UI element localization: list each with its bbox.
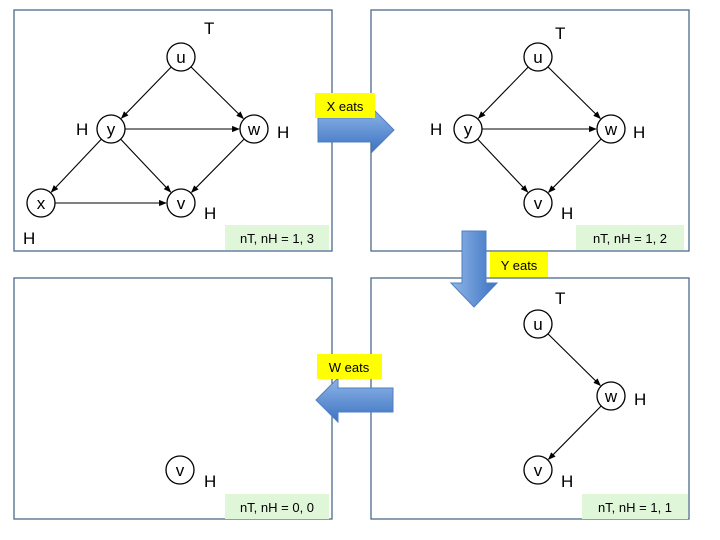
edge-w-to-v: [547, 138, 602, 193]
step-2-label: Y eats: [501, 258, 538, 273]
node-u: uT: [523, 289, 565, 339]
edge-y-to-v: [120, 138, 172, 193]
node-v-tag: H: [561, 204, 573, 223]
node-w-label: w: [604, 387, 618, 406]
panel-2-count-badge: [576, 225, 684, 250]
node-u: uT: [166, 19, 214, 72]
node-u-tag: T: [204, 19, 214, 38]
node-y: yH: [76, 114, 126, 144]
node-w-circle: [596, 381, 626, 411]
node-w-label: w: [604, 120, 618, 139]
step-1-transition: X eats: [315, 93, 395, 154]
node-v-circle: [166, 188, 196, 218]
node-v-tag: H: [204, 204, 216, 223]
step-3-transition: W eats: [315, 354, 394, 424]
node-v-label: v: [534, 194, 543, 213]
node-y-label: y: [107, 120, 116, 139]
node-v-label: v: [534, 461, 543, 480]
edge-u-to-w: [547, 66, 601, 120]
panel-4-nodes: vH: [165, 455, 216, 491]
node-u-tag: T: [555, 24, 565, 43]
panel-2-edges: [477, 66, 602, 193]
left-arrow-icon: [315, 376, 394, 424]
node-v-circle: [165, 455, 195, 485]
node-y-label: y: [464, 120, 473, 139]
panel-4: vH nT, nH = 0, 0: [13, 277, 333, 520]
node-y-tag: H: [76, 120, 88, 139]
edge-w-to-v: [190, 138, 245, 193]
panel-4-count-label: nT, nH = 0, 0: [240, 500, 314, 515]
node-w-tag: H: [277, 123, 289, 142]
node-u-circle: [523, 309, 553, 339]
panel-1-count-badge: [225, 225, 329, 250]
node-w-label: w: [247, 120, 261, 139]
panel-1-edges: [50, 66, 245, 207]
node-v-circle: [523, 455, 553, 485]
down-arrow-icon: [449, 230, 499, 308]
step-1-label: X eats: [327, 99, 364, 114]
panel-3-count-badge: [582, 494, 688, 519]
step-3-badge: [317, 354, 382, 379]
node-v-tag: H: [204, 472, 216, 491]
panel-4-count-badge: [225, 494, 329, 519]
node-x-circle: [26, 188, 56, 218]
node-x-label: x: [37, 194, 46, 213]
node-u: uT: [523, 24, 565, 72]
edge-u-to-y: [120, 66, 172, 119]
step-2-badge: [490, 252, 548, 277]
step-3-label: W eats: [329, 360, 370, 375]
node-v-circle: [523, 188, 553, 218]
node-u-label: u: [176, 48, 185, 67]
node-v: vH: [523, 188, 573, 223]
node-w-circle: [596, 114, 626, 144]
edge-w-to-v: [547, 405, 602, 460]
step-1-badge: [315, 93, 375, 118]
node-x-tag: H: [23, 229, 35, 248]
edge-y-to-x: [50, 138, 102, 193]
node-v-tag: H: [561, 472, 573, 491]
edge-u-to-w: [547, 333, 601, 387]
node-v-label: v: [177, 194, 186, 213]
node-v-label: v: [176, 461, 185, 480]
node-u-circle: [166, 42, 196, 72]
node-y-tag: H: [430, 120, 442, 139]
edge-u-to-w: [190, 66, 244, 120]
node-v: vH: [165, 455, 216, 491]
node-w-tag: H: [633, 123, 645, 142]
step-2-transition: Y eats: [449, 230, 548, 308]
node-v: vH: [166, 188, 216, 223]
node-y: yH: [430, 114, 483, 144]
node-w-tag: H: [634, 390, 646, 409]
node-w-circle: [239, 114, 269, 144]
node-y-circle: [453, 114, 483, 144]
node-u-circle: [523, 42, 553, 72]
node-u-label: u: [533, 48, 542, 67]
panel-3-count-label: nT, nH = 1, 1: [598, 500, 672, 515]
panel-1-count-label: nT, nH = 1, 3: [240, 231, 314, 246]
node-x: xH: [23, 188, 56, 248]
node-u-label: u: [533, 315, 542, 334]
node-y-circle: [96, 114, 126, 144]
panel-3-edges: [547, 333, 602, 460]
node-v: vH: [523, 455, 573, 491]
node-u-tag: T: [555, 289, 565, 308]
edge-u-to-y: [477, 66, 529, 119]
panel-2-count-label: nT, nH = 1, 2: [593, 231, 667, 246]
edge-y-to-v: [477, 138, 529, 193]
